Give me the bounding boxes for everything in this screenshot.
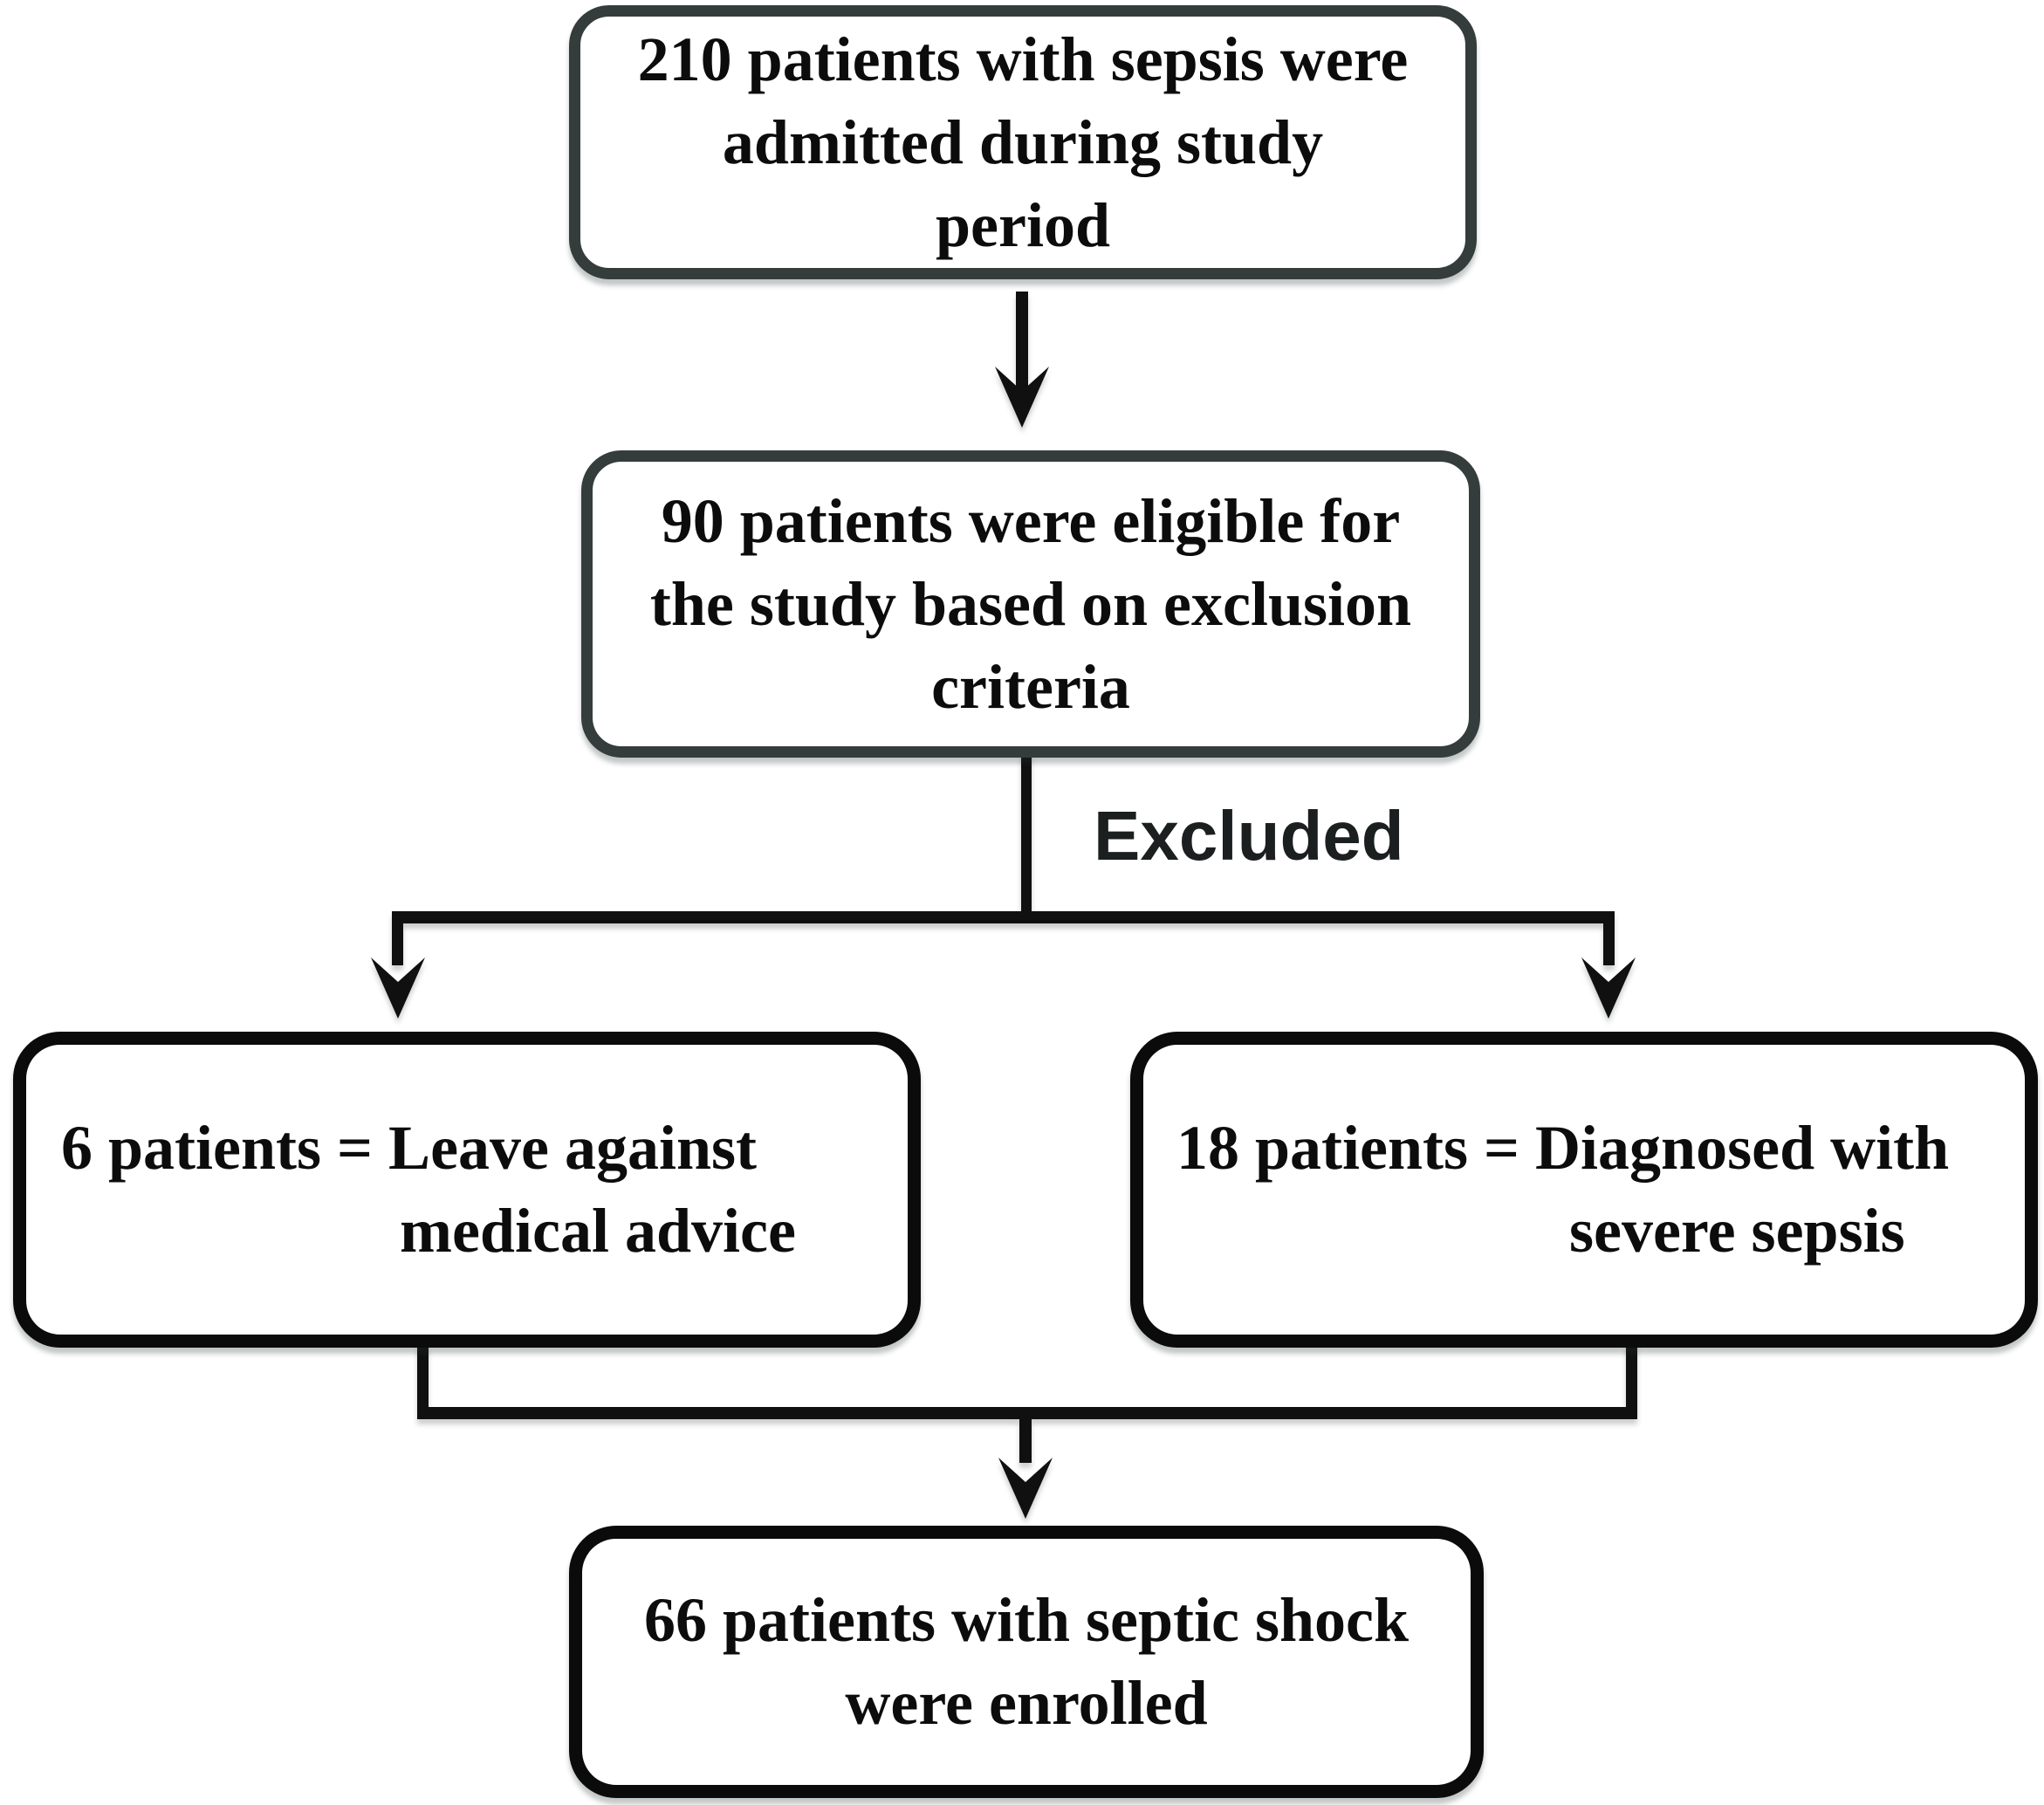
connector-right-join [1626,1344,1637,1417]
arrow-down-icon [1581,911,1636,1019]
box-leave-against-medical-advice: 6 patients = Leave against medical advic… [13,1032,921,1348]
box-admitted-patients: 210 patients with sepsis were admitted d… [569,5,1477,279]
connector-excluded-stem [1021,751,1032,916]
box-eligible-line: 90 patients were eligible for [661,485,1401,556]
box-enrolled-line: were enrolled [845,1668,1208,1738]
box-admitted-line: admitted during study [722,106,1324,177]
box-eligible-line: criteria [931,651,1130,722]
excluded-label: Excluded [1094,797,1404,875]
connector-left-join [417,1344,429,1417]
box-severe-sepsis: 18 patients = Diagnosed with severe seps… [1130,1032,2038,1348]
box-lama-line: 6 patients = Leave against [61,1113,758,1183]
connector-join-line [417,1407,1637,1419]
box-eligible-patients: 90 patients were eligible for the study … [581,450,1480,758]
box-severe-line: 18 patients = Diagnosed with [1176,1113,1950,1183]
box-enrolled-patients: 66 patients with septic shock were enrol… [569,1526,1484,1798]
box-admitted-line: period [935,189,1110,260]
box-admitted-line: 210 patients with sepsis were [637,24,1409,94]
arrow-down-icon [371,911,425,1019]
box-severe-line: severe sepsis [1569,1196,1905,1266]
box-enrolled-line: 66 patients with septic shock [643,1585,1410,1655]
box-eligible-line: the study based on exclusion [649,568,1412,639]
connector-branch-line [392,911,1615,923]
arrow-down-icon [998,1414,1053,1519]
box-lama-line: medical advice [400,1196,796,1266]
arrow-down-icon [995,292,1049,428]
